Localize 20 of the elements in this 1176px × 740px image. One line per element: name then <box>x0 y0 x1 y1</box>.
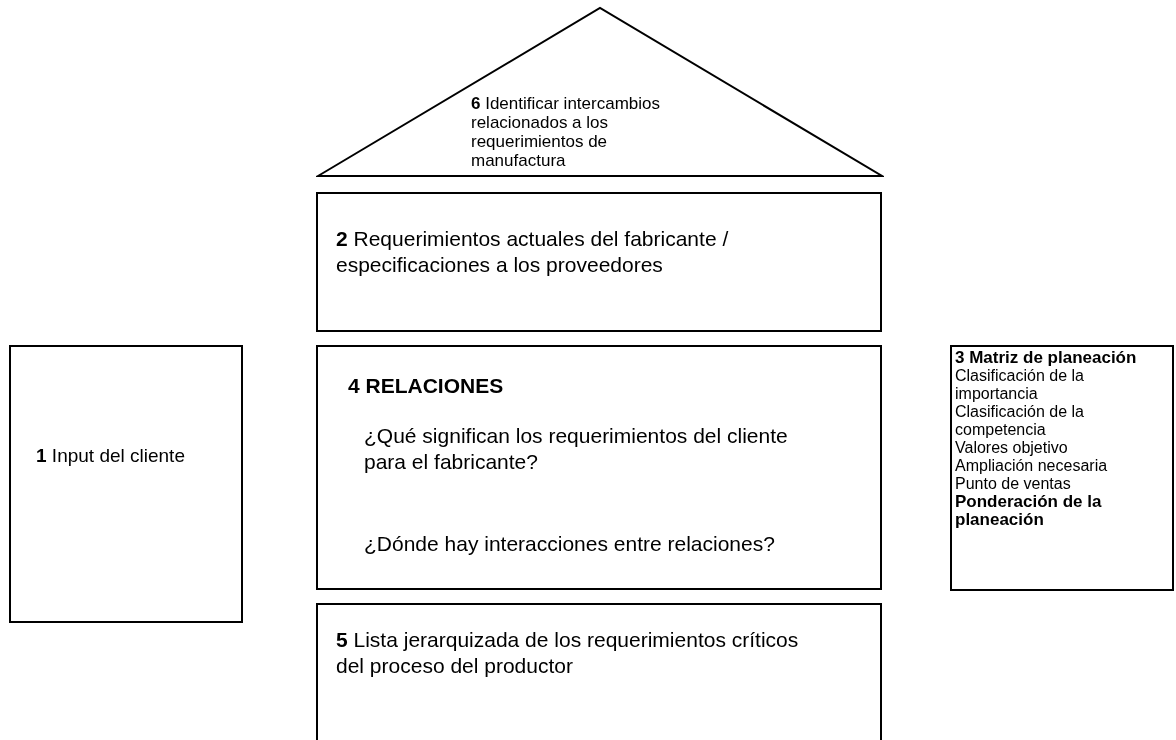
list-item: Valores objetivo <box>955 439 1069 457</box>
list-item: Punto de ventas <box>955 475 1072 493</box>
planning-matrix-box <box>950 345 1174 591</box>
list-item: Clasificación de la competencia <box>955 403 1085 439</box>
list-item: Ampliación necesaria <box>955 457 1109 475</box>
critical-requirements-box <box>316 603 882 740</box>
relations-box <box>316 345 882 590</box>
description-text: 6 Identificar intercambios relacionados a los requerimientos de manufactura <box>471 94 661 170</box>
requirements-box <box>316 192 882 332</box>
heading: 3 Matriz de planeación <box>955 349 1138 367</box>
description-text: ¿Qué significan los requerimientos del cliente para el fabricante? <box>364 423 789 475</box>
roof-triangle <box>316 6 884 178</box>
list-item: Clasificación de la importancia <box>955 367 1085 403</box>
heading: 4 RELACIONES <box>348 373 505 399</box>
description-text: 5 Lista jerarquizada de los requerimientos críticos del proceso del productor <box>336 627 800 679</box>
heading: Ponderación de la planeación <box>955 493 1103 529</box>
description-text: ¿Dónde hay interacciones entre relaciones? <box>364 531 776 557</box>
description-text: 2 Requerimientos actuales del fabricante / especificaciones a los proveedores <box>336 226 730 278</box>
customer-input-box <box>9 345 243 623</box>
description-text: 1 Input del cliente <box>36 445 186 467</box>
